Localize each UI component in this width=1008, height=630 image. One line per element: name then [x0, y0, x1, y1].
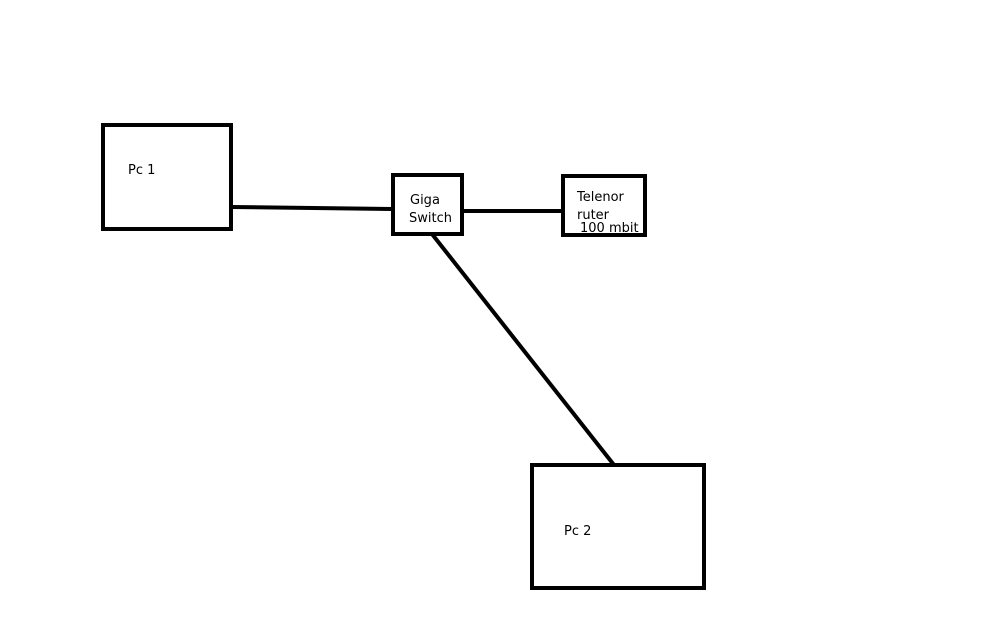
link-switch-pc2: [430, 232, 616, 467]
switch-label-line2: Switch: [409, 211, 452, 226]
router-box: [561, 174, 647, 237]
pc2-box: [530, 463, 706, 590]
router-label-line1: Telenor: [576, 190, 625, 205]
link-pc1-switch: [230, 205, 394, 211]
router-label-line2: ruter: [577, 208, 610, 223]
switch-label-line1: Giga: [410, 193, 440, 208]
router-node: Telenor ruter 100 mbit: [561, 174, 647, 237]
switch-node: Giga Switch: [391, 173, 464, 236]
router-label-line3: 100 mbit: [580, 221, 639, 236]
pc1-box: [101, 123, 233, 231]
pc1-node: Pc 1: [101, 123, 233, 231]
pc1-label: Pc 1: [128, 163, 155, 178]
pc2-node: Pc 2: [530, 463, 706, 590]
switch-box: [391, 173, 464, 236]
pc2-label: Pc 2: [564, 524, 591, 539]
